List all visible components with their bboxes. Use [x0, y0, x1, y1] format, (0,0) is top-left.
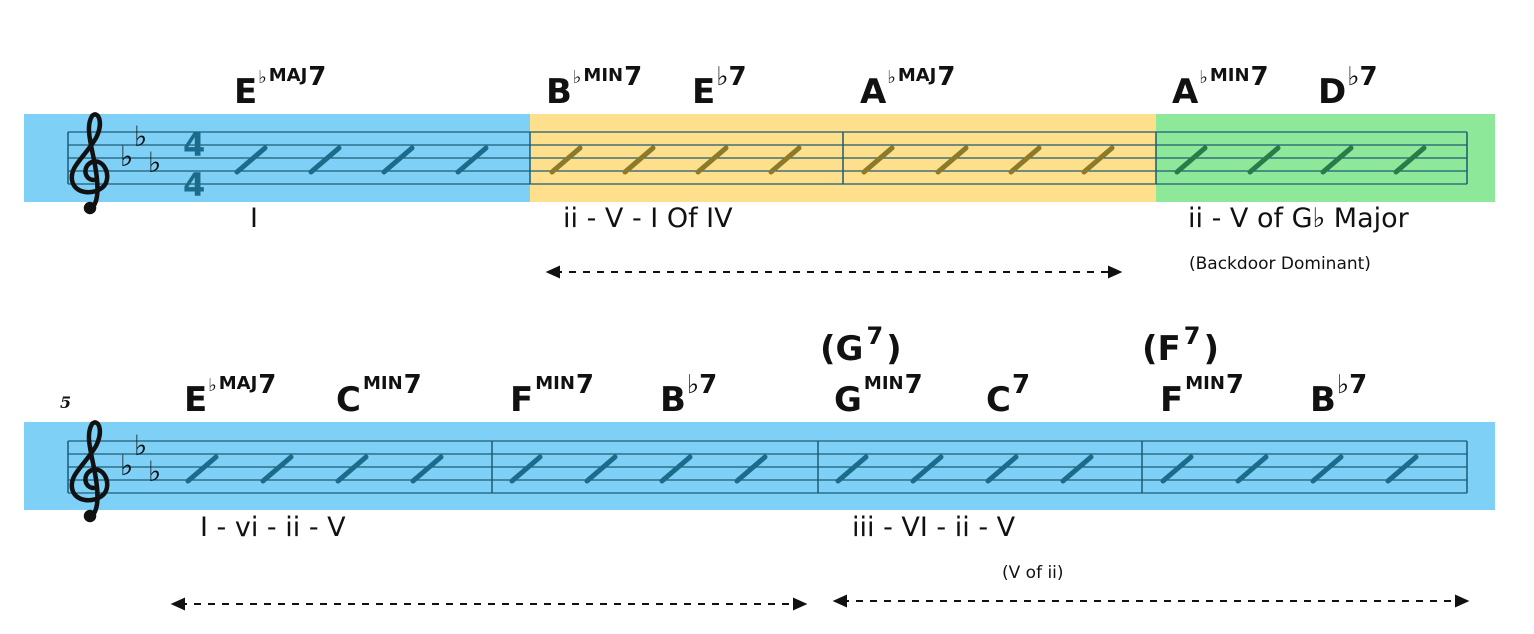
flat-icon: ♭ — [134, 429, 147, 462]
staff-lines-2 — [68, 440, 1467, 494]
arrow-range-2 — [170, 597, 808, 611]
chord-symbol: A♭MAJ7 — [860, 62, 956, 112]
time-signature-bottom: 4 — [183, 166, 205, 204]
bar-number: 5 — [60, 393, 72, 412]
flat-icon: ♭ — [120, 449, 133, 482]
roman-numeral-analysis: I — [250, 203, 258, 234]
chord-symbol: B♭7 — [660, 370, 718, 420]
barlines-2 — [67, 441, 1468, 493]
flat-icon: ♭ — [148, 455, 161, 488]
annotation-note: (Backdoor Dominant) — [1189, 254, 1371, 274]
beat-slashes-1 — [234, 145, 1427, 175]
time-signature-top: 4 — [183, 126, 205, 164]
staff-lines-1 — [68, 131, 1467, 185]
arrow-range-1 — [545, 265, 1123, 279]
chord-symbol: D♭7 — [1318, 62, 1378, 112]
beat-slashes-2 — [185, 454, 1419, 484]
region-blue-2 — [24, 422, 1495, 510]
chord-symbol: B♭7 — [1310, 370, 1368, 420]
chord-symbol: E♭MAJ7 — [234, 62, 327, 112]
arrow-range-3 — [832, 594, 1470, 608]
chord-symbol: B♭MIN7 — [546, 62, 643, 112]
annotation-note: (V of ii) — [1002, 563, 1064, 583]
barlines-1 — [67, 132, 1468, 184]
chord-symbol: A♭MIN7 — [1172, 62, 1269, 112]
treble-clef-icon — [69, 420, 110, 523]
flat-icon: ♭ — [148, 146, 161, 179]
roman-numeral-analysis: ii - V of G♭ Major — [1188, 203, 1409, 234]
chord-symbol: C7 — [986, 370, 1031, 420]
flat-icon: ♭ — [120, 140, 133, 173]
chord-symbol: E♭7 — [692, 62, 747, 112]
roman-numeral-analysis: I - vi - ii - V — [200, 512, 346, 543]
roman-numeral-analysis: iii - VI - ii - V — [852, 512, 1016, 543]
treble-clef-icon — [69, 112, 110, 215]
roman-numeral-analysis: ii - V - I Of IV — [563, 203, 733, 234]
chord-symbol: E♭MAJ7 — [184, 370, 277, 420]
flat-icon: ♭ — [134, 120, 147, 153]
